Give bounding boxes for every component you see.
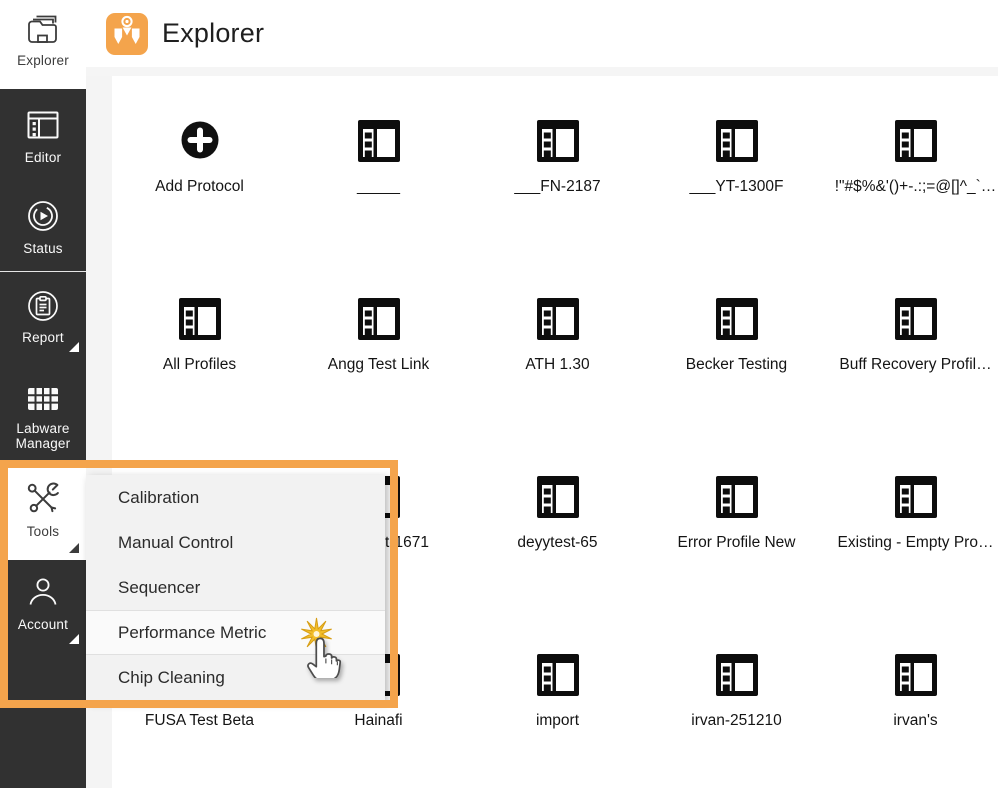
protocol-tile-label: Error Profile New <box>677 534 796 551</box>
protocol-tile[interactable]: Becker Testing <box>647 274 826 452</box>
add-protocol-icon <box>180 120 220 165</box>
pipette-logo-icon <box>106 11 148 58</box>
protocol-icon <box>536 476 579 523</box>
sidebar-item-label: Editor <box>24 150 62 165</box>
sidebar-item-label: Labware Manager <box>15 421 71 451</box>
protocol-tile-label: ___FN-2187 <box>514 178 601 195</box>
sidebar-item-label: Account <box>17 617 69 632</box>
protocol-tile[interactable]: irvan-251210 <box>647 630 826 788</box>
sidebar-item-tools[interactable]: Tools <box>0 468 86 560</box>
app-logo <box>106 13 148 55</box>
sidebar-item-status[interactable]: Status <box>0 187 86 271</box>
tools-menu-item-manual-control[interactable]: Manual Control <box>86 520 385 565</box>
add-protocol-tile[interactable]: Add Protocol <box>110 96 289 274</box>
sidebar-item-editor[interactable]: Editor <box>0 97 86 181</box>
sidebar-item-label: Report <box>22 330 64 345</box>
protocol-tile-label: import <box>535 712 580 729</box>
folder-icon <box>25 14 61 46</box>
protocol-tile[interactable]: Buff Recovery Profil… <box>826 274 998 452</box>
protocol-icon <box>536 120 579 167</box>
protocol-tile[interactable]: Angg Test Link <box>289 274 468 452</box>
protocol-icon <box>536 298 579 345</box>
protocol-tile[interactable]: import <box>468 630 647 788</box>
protocol-tile-label: Hainafi <box>354 712 403 729</box>
protocol-tile[interactable]: _____ <box>289 96 468 274</box>
protocol-tile[interactable]: deyytest-65 <box>468 452 647 630</box>
protocol-tile-label: ATH 1.30 <box>525 356 590 373</box>
protocol-icon <box>357 298 400 345</box>
account-person-icon <box>25 574 61 610</box>
protocol-tile-label: Buff Recovery Profil… <box>839 356 992 373</box>
protocol-tile[interactable]: All Profiles <box>110 274 289 452</box>
protocol-icon <box>178 298 221 345</box>
protocol-tile-label: Existing - Empty Pro… <box>837 534 994 551</box>
protocol-icon <box>715 654 758 701</box>
tools-icon <box>24 480 62 518</box>
protocol-tile-label: FUSA Test Beta <box>144 712 255 729</box>
header-divider-band <box>86 67 998 76</box>
tools-menu-item-calibration[interactable]: Calibration <box>86 475 385 520</box>
protocol-tile-label-fragment: t-1671 <box>385 534 429 551</box>
protocol-tile-label: deyytest-65 <box>517 534 598 551</box>
editor-panel-icon <box>26 108 60 142</box>
sidebar-item-account[interactable]: Account <box>0 564 86 656</box>
page-title: Explorer <box>162 18 265 48</box>
header-bar: Explorer <box>86 0 998 67</box>
protocol-icon <box>715 120 758 167</box>
menu-item-label: Performance Metric <box>118 622 267 642</box>
expand-corner-icon <box>69 342 79 352</box>
protocol-icon <box>357 120 400 167</box>
status-play-icon <box>25 198 61 234</box>
sidebar-item-label: Status <box>23 241 63 256</box>
report-clipboard-icon <box>25 288 61 324</box>
protocol-tile[interactable]: ___FN-2187 <box>468 96 647 274</box>
hand-pointer-icon <box>300 618 346 683</box>
protocol-icon <box>715 298 758 345</box>
menu-item-label: Sequencer <box>118 577 201 597</box>
menu-item-label: Manual Control <box>118 532 234 552</box>
protocol-icon <box>894 654 937 701</box>
tools-menu-item-sequencer[interactable]: Sequencer <box>86 565 385 610</box>
protocol-tile-label: Becker Testing <box>685 356 788 373</box>
sidebar-item-label: Explorer <box>17 53 69 68</box>
expand-corner-icon <box>69 634 79 644</box>
labware-grid-icon <box>26 384 60 414</box>
protocol-tile-label: _____ <box>356 178 401 195</box>
protocol-tile-label: !"#$%&'()+-.:;=@[]^_`… <box>834 178 997 195</box>
protocol-icon <box>894 298 937 345</box>
protocol-tile-label: ___YT-1300F <box>689 178 784 195</box>
protocol-tile-label: irvan-251210 <box>691 712 782 729</box>
protocol-icon <box>894 120 937 167</box>
sidebar-item-labware[interactable]: Labware Manager <box>0 373 86 465</box>
protocol-tile[interactable]: !"#$%&'()+-.:;=@[]^_`… <box>826 96 998 274</box>
protocol-tile-label: Angg Test Link <box>327 356 430 373</box>
protocol-tile[interactable]: irvan's <box>826 630 998 788</box>
protocol-tile[interactable]: ___YT-1300F <box>647 96 826 274</box>
protocol-tile-label: All Profiles <box>162 356 237 373</box>
protocol-tile-label: irvan's <box>893 712 938 729</box>
protocol-tile-label: Add Protocol <box>155 178 244 195</box>
tools-menu-item-performance-metric[interactable]: Performance Metric <box>86 610 385 655</box>
protocol-tile[interactable]: ATH 1.30 <box>468 274 647 452</box>
expand-corner-icon <box>69 543 79 553</box>
protocol-tile[interactable]: Error Profile New <box>647 452 826 630</box>
protocol-icon <box>715 476 758 523</box>
menu-item-label: Calibration <box>118 487 200 507</box>
protocol-icon <box>894 476 937 523</box>
protocol-icon <box>536 654 579 701</box>
sidebar-item-explorer[interactable]: Explorer <box>0 0 86 89</box>
menu-item-label: Chip Cleaning <box>118 667 225 687</box>
protocol-tile[interactable]: Existing - Empty Pro… <box>826 452 998 630</box>
sidebar-divider <box>0 271 86 272</box>
protocol-grid: Add Protocol _____ ___FN-2187 ___YT-1300F !"… <box>110 96 998 788</box>
sidebar-item-report[interactable]: Report <box>0 281 86 372</box>
sidebar-item-label: Tools <box>26 524 60 539</box>
